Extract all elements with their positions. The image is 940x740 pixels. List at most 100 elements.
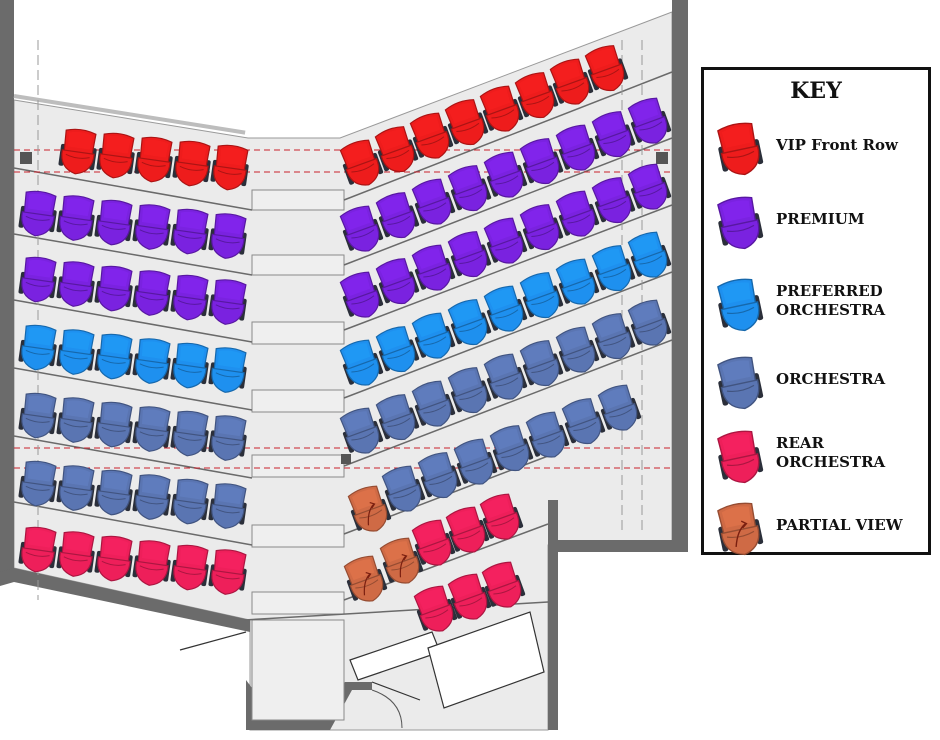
orchestra-seat[interactable] xyxy=(523,409,572,463)
premium-seat[interactable] xyxy=(337,269,386,323)
orchestra-seat[interactable] xyxy=(373,391,422,445)
rear-seat[interactable] xyxy=(409,517,458,571)
premium-seat[interactable] xyxy=(373,255,422,309)
orchestra-seat[interactable] xyxy=(595,382,644,436)
orchestra-seat[interactable] xyxy=(131,405,173,454)
rear-seat[interactable] xyxy=(17,525,59,574)
preferred-seat[interactable] xyxy=(517,269,566,323)
premium-seat[interactable] xyxy=(55,260,97,309)
premium-seat[interactable] xyxy=(481,149,530,203)
preferred-seat[interactable] xyxy=(55,328,97,377)
orchestra-seat[interactable] xyxy=(481,351,530,405)
premium-seat[interactable] xyxy=(589,108,638,162)
orchestra-seat[interactable] xyxy=(559,395,608,449)
orchestra-seat[interactable] xyxy=(17,391,59,440)
orchestra-seat[interactable] xyxy=(517,337,566,391)
premium-seat[interactable] xyxy=(17,189,59,238)
preferred-seat[interactable] xyxy=(169,341,211,390)
rear-seat[interactable] xyxy=(443,504,492,558)
orchestra-seat[interactable] xyxy=(169,477,211,526)
premium-seat[interactable] xyxy=(207,278,249,327)
vip-seat[interactable] xyxy=(95,131,137,180)
vip-seat[interactable] xyxy=(337,137,386,191)
orchestra-seat[interactable] xyxy=(131,473,173,522)
premium-seat[interactable] xyxy=(553,122,602,176)
orchestra-seat[interactable] xyxy=(409,378,458,432)
premium-seat[interactable] xyxy=(445,228,494,282)
preferred-seat[interactable] xyxy=(337,337,386,391)
preferred-seat[interactable] xyxy=(207,346,249,395)
premium-seat[interactable] xyxy=(517,201,566,255)
preferred-seat[interactable] xyxy=(481,283,530,337)
vip-seat[interactable] xyxy=(209,143,251,192)
premium-seat[interactable] xyxy=(589,174,638,228)
preferred-seat[interactable] xyxy=(17,323,59,372)
premium-seat[interactable] xyxy=(409,176,458,230)
orchestra-seat[interactable] xyxy=(589,310,638,364)
preferred-seat[interactable] xyxy=(409,310,458,364)
premium-seat[interactable] xyxy=(55,194,97,243)
rear-seat[interactable] xyxy=(207,548,249,597)
premium-seat[interactable] xyxy=(481,215,530,269)
rear-seat[interactable] xyxy=(169,543,211,592)
preferred-seat[interactable] xyxy=(553,256,602,310)
orchestra-seat[interactable] xyxy=(93,400,135,449)
orchestra-seat[interactable] xyxy=(207,482,249,531)
orchestra-seat[interactable] xyxy=(55,396,97,445)
rear-seat[interactable] xyxy=(93,534,135,583)
premium-seat[interactable] xyxy=(131,203,173,252)
premium-seat[interactable] xyxy=(373,189,422,243)
vip-seat[interactable] xyxy=(547,56,596,110)
premium-seat[interactable] xyxy=(625,95,674,149)
orchestra-seat[interactable] xyxy=(55,464,97,513)
vip-seat[interactable] xyxy=(133,135,175,184)
preferred-seat[interactable] xyxy=(373,323,422,377)
rear-seat[interactable] xyxy=(477,491,526,545)
rear-seat[interactable] xyxy=(445,571,494,625)
premium-seat[interactable] xyxy=(169,207,211,256)
vip-seat[interactable] xyxy=(477,83,526,137)
preferred-seat[interactable] xyxy=(93,332,135,381)
partial-seat[interactable] xyxy=(377,535,426,589)
preferred-seat[interactable] xyxy=(625,229,674,283)
premium-seat[interactable] xyxy=(337,203,386,257)
orchestra-seat[interactable] xyxy=(553,324,602,378)
premium-seat[interactable] xyxy=(207,212,249,261)
orchestra-seat[interactable] xyxy=(17,459,59,508)
orchestra-seat[interactable] xyxy=(379,463,428,517)
partial-seat[interactable] xyxy=(341,553,390,607)
premium-seat[interactable] xyxy=(93,264,135,313)
partial-seat[interactable] xyxy=(345,483,394,537)
vip-seat[interactable] xyxy=(582,42,631,96)
orchestra-seat[interactable] xyxy=(207,414,249,463)
vip-seat[interactable] xyxy=(57,127,99,176)
premium-seat[interactable] xyxy=(131,269,173,318)
premium-seat[interactable] xyxy=(445,162,494,216)
orchestra-seat[interactable] xyxy=(487,422,536,476)
vip-seat[interactable] xyxy=(442,96,491,150)
rear-seat[interactable] xyxy=(479,559,528,613)
orchestra-seat[interactable] xyxy=(337,405,386,459)
premium-seat[interactable] xyxy=(17,255,59,304)
premium-seat[interactable] xyxy=(409,242,458,296)
premium-seat[interactable] xyxy=(625,161,674,215)
premium-seat[interactable] xyxy=(553,188,602,242)
orchestra-seat[interactable] xyxy=(625,297,674,351)
rear-seat[interactable] xyxy=(131,539,173,588)
vip-seat[interactable] xyxy=(407,110,456,164)
orchestra-seat[interactable] xyxy=(415,449,464,503)
vip-seat[interactable] xyxy=(512,69,561,123)
preferred-seat[interactable] xyxy=(589,242,638,296)
preferred-seat[interactable] xyxy=(445,296,494,350)
rear-seat[interactable] xyxy=(55,530,97,579)
premium-seat[interactable] xyxy=(517,135,566,189)
premium-seat[interactable] xyxy=(93,198,135,247)
orchestra-seat[interactable] xyxy=(93,468,135,517)
rear-seat[interactable] xyxy=(411,583,460,637)
orchestra-seat[interactable] xyxy=(445,364,494,418)
vip-seat[interactable] xyxy=(171,139,213,188)
vip-seat[interactable] xyxy=(372,123,421,177)
orchestra-seat[interactable] xyxy=(169,409,211,458)
premium-seat[interactable] xyxy=(169,273,211,322)
orchestra-seat[interactable] xyxy=(451,436,500,490)
